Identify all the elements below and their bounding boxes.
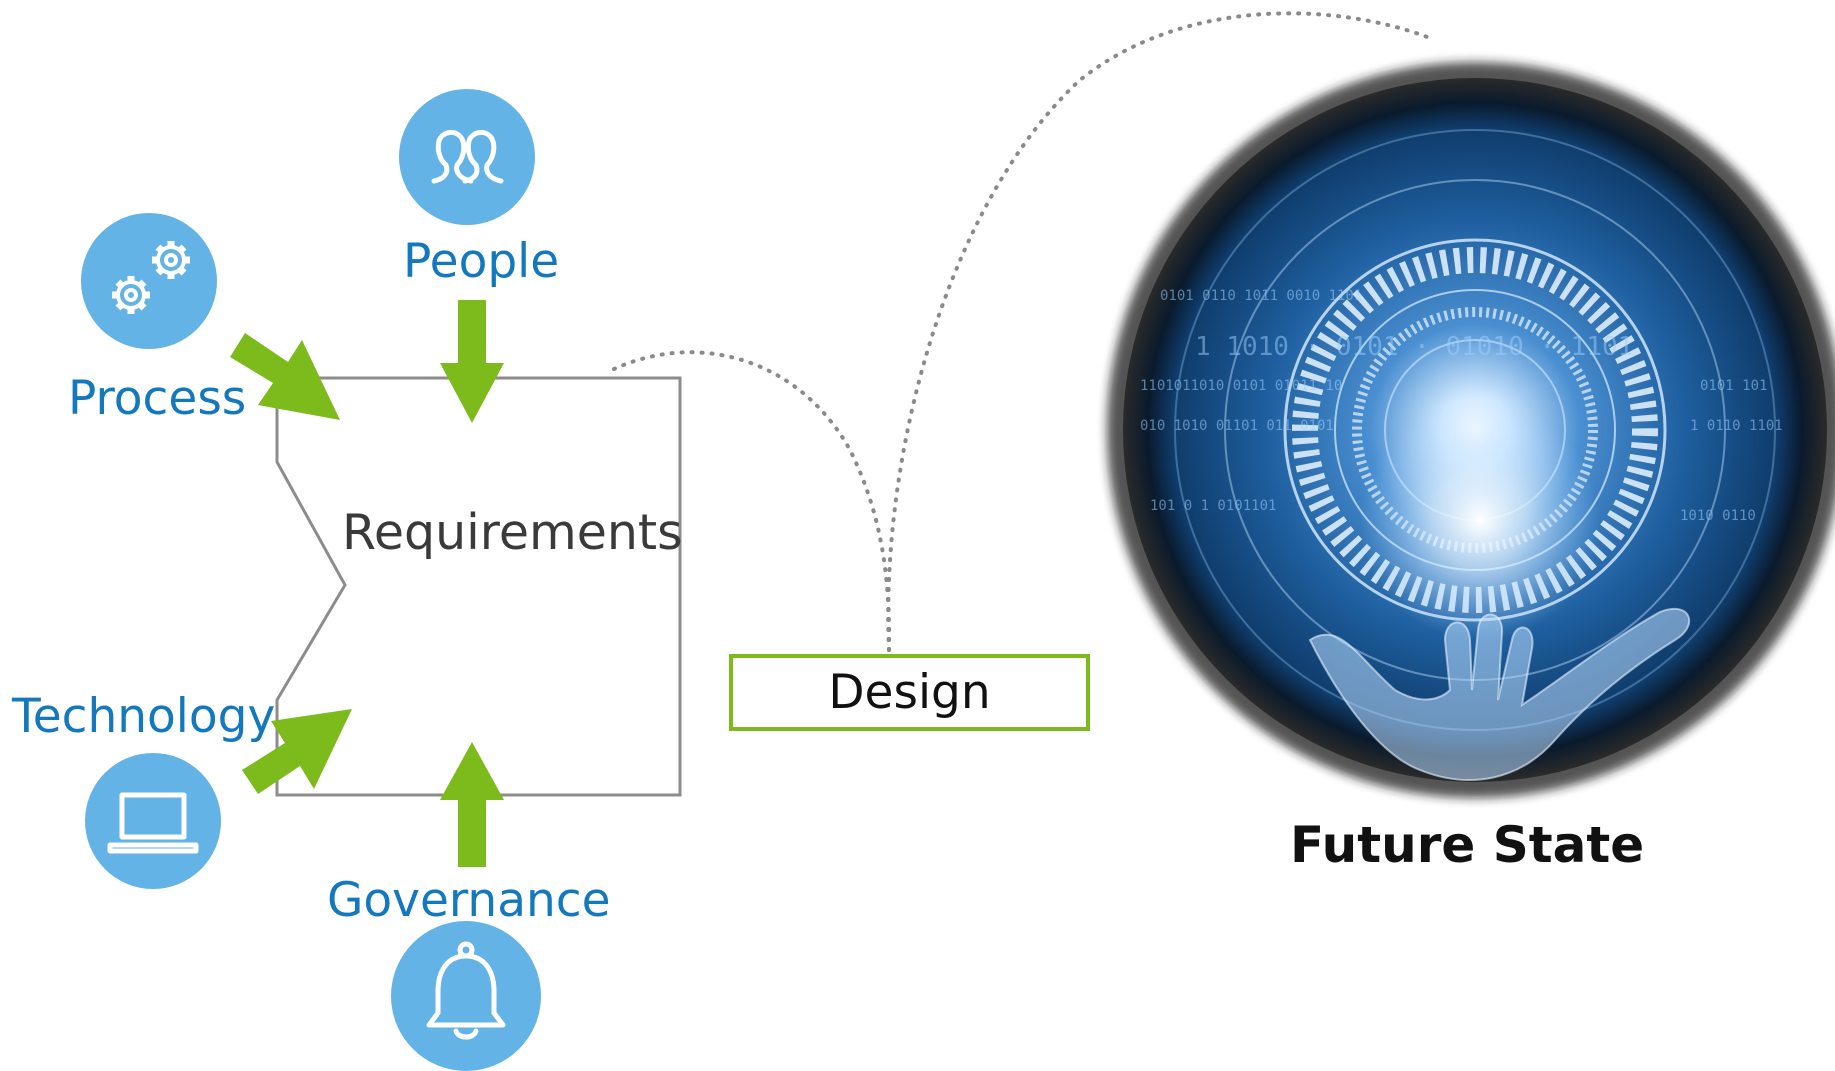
arrow-governance	[440, 742, 504, 867]
design-box: Design	[729, 654, 1090, 731]
people-circle	[399, 89, 535, 225]
svg-text:1010 0110: 1010 0110	[1680, 508, 1756, 524]
governance-circle	[391, 921, 541, 1071]
technology-label: Technology	[12, 689, 276, 744]
connector-requirements-design	[612, 350, 892, 652]
svg-text:1101011010 0101 01011 10: 1101011010 0101 01011 10	[1140, 378, 1342, 394]
laptop-icon	[107, 792, 199, 854]
future-state-image: 0101 0110 1011 0010 1101 1101011010 0101…	[1107, 62, 1835, 798]
future-state-digits: 1 1010 · 0101 · 01010 · 1101	[1195, 332, 1633, 362]
people-label: People	[403, 234, 560, 289]
svg-text:0101 101: 0101 101	[1700, 378, 1767, 394]
design-label: Design	[828, 665, 991, 720]
arrow-process	[230, 333, 340, 420]
requirements-label: Requirements	[342, 504, 683, 561]
arrow-technology	[242, 709, 352, 794]
requirements-shape	[275, 376, 682, 797]
gears-icon	[112, 241, 190, 314]
svg-text:010 1010 01101 011 0101: 010 1010 01101 011 0101	[1140, 418, 1334, 434]
governance-label: Governance	[327, 873, 611, 928]
bell-icon	[426, 941, 506, 1040]
technology-circle	[85, 753, 221, 889]
people-icon	[431, 130, 504, 184]
future-state-label: Future State	[1290, 816, 1645, 874]
process-label: Process	[68, 371, 247, 426]
svg-text:1 0110 1101: 1 0110 1101	[1690, 418, 1783, 434]
svg-text:101 0 1 0101101: 101 0 1 0101101	[1150, 498, 1276, 514]
process-circle	[81, 213, 217, 349]
svg-text:0101 0110 1011 0010 1101: 0101 0110 1011 0010 1101	[1160, 288, 1362, 304]
arrow-people	[440, 300, 504, 423]
